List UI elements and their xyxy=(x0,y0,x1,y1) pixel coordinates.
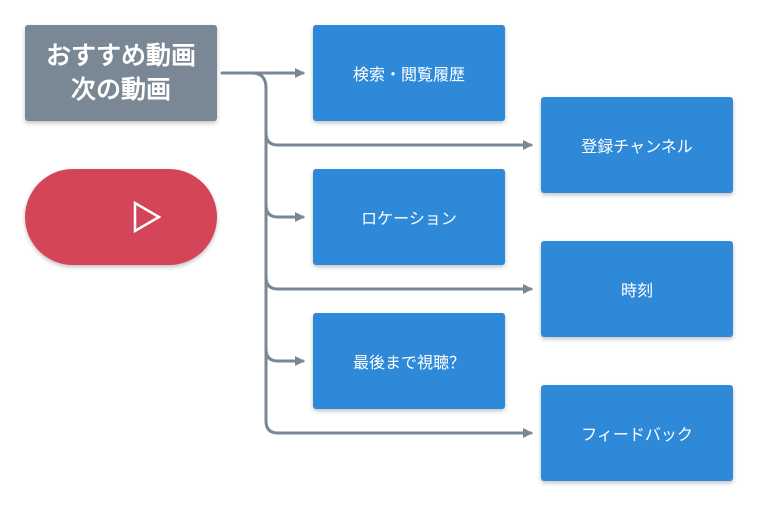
node-subscribed-channels: 登録チャンネル xyxy=(541,97,733,193)
connector-subscribed-channels xyxy=(264,131,533,150)
node-location: ロケーション xyxy=(313,169,505,265)
title-line-1: おすすめ動画 xyxy=(45,41,196,70)
node-label: 最後まで視聴？ xyxy=(352,353,465,372)
node-label: ロケーション xyxy=(361,209,457,228)
play-icon xyxy=(133,200,162,234)
node-label: 時刻 xyxy=(620,281,653,300)
connector-watched-to-end xyxy=(264,347,305,366)
connector-location xyxy=(264,203,305,222)
node-time: 時刻 xyxy=(541,241,733,337)
node-watched-to-end: 最後まで視聴？ xyxy=(313,313,505,409)
node-feedback: フィードバック xyxy=(541,385,733,481)
node-label: 検索・閲覧履歴 xyxy=(352,65,465,84)
title-box: おすすめ動画 次の動画 xyxy=(25,25,217,121)
title-line-2: 次の動画 xyxy=(70,75,171,104)
connector-trunk xyxy=(250,71,280,435)
node-label: 登録チャンネル xyxy=(581,137,693,156)
connector-time xyxy=(264,275,533,294)
node-label: フィードバック xyxy=(581,425,693,444)
play-button[interactable] xyxy=(25,169,217,265)
node-search-history: 検索・閲覧履歴 xyxy=(313,25,505,121)
